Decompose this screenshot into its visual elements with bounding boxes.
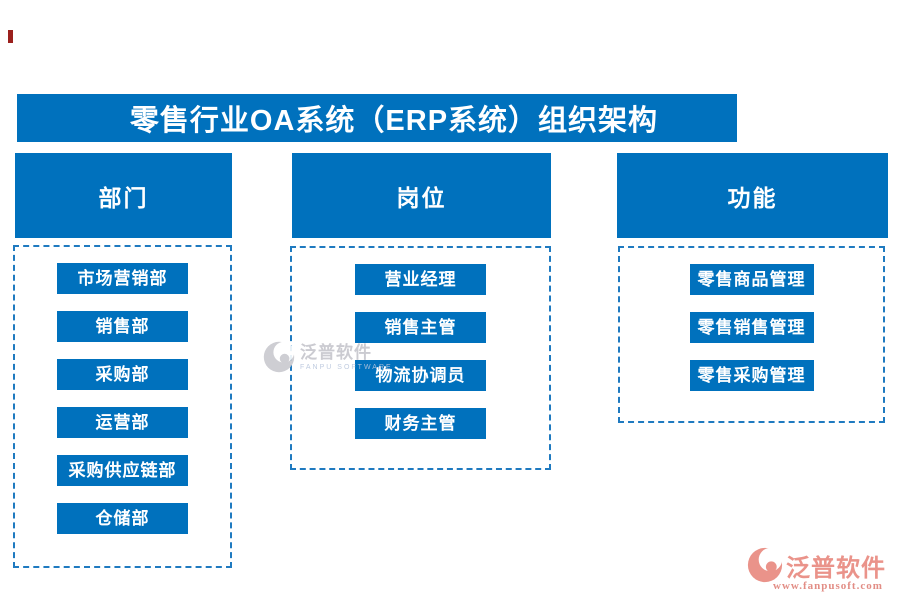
org-node: 物流协调员: [355, 360, 486, 391]
column-header-departments: 部门: [15, 153, 232, 238]
column-header-positions: 岗位: [292, 153, 551, 238]
org-node: 财务主管: [355, 408, 486, 439]
departments-panel: 市场营销部销售部采购部运营部采购供应链部仓储部: [13, 245, 232, 568]
org-node: 销售主管: [355, 312, 486, 343]
functions-panel: 零售商品管理零售销售管理零售采购管理: [618, 246, 885, 423]
org-node: 仓储部: [57, 503, 188, 534]
fanpu-logo-icon: [747, 547, 783, 583]
org-node: 采购供应链部: [57, 455, 188, 486]
column-header-functions: 功能: [617, 153, 888, 238]
watermark-corner: 泛普软件 www.fanpusoft.com: [747, 547, 886, 592]
org-node: 零售采购管理: [689, 360, 814, 391]
org-node: 运营部: [57, 407, 188, 438]
positions-panel: 营业经理销售主管物流协调员财务主管: [290, 246, 551, 470]
org-node: 市场营销部: [57, 263, 188, 294]
org-node: 零售销售管理: [689, 312, 814, 343]
watermark-url-text: www.fanpusoft.com: [773, 580, 883, 592]
watermark-sub-text: FANPU SOFTWARE: [300, 363, 393, 371]
column-header-label: 部门: [98, 184, 149, 211]
chart-title: 零售行业OA系统（ERP系统）组织架构: [129, 105, 659, 137]
chart-title-bar: 零售行业OA系统（ERP系统）组织架构: [17, 94, 737, 142]
fanpu-logo-icon: [263, 341, 295, 373]
column-header-label: 功能: [727, 184, 778, 211]
watermark-brand-text: 泛普软件: [786, 554, 886, 582]
org-node: 采购部: [57, 359, 188, 390]
watermark-brand-text: 泛普软件: [300, 342, 372, 362]
column-header-label: 岗位: [396, 184, 447, 211]
watermark-center: 泛普软件 FANPU SOFTWARE: [263, 341, 393, 373]
stray-red-mark: [8, 30, 13, 43]
org-node: 零售商品管理: [689, 264, 814, 295]
org-node: 销售部: [57, 311, 188, 342]
org-node: 营业经理: [355, 264, 486, 295]
